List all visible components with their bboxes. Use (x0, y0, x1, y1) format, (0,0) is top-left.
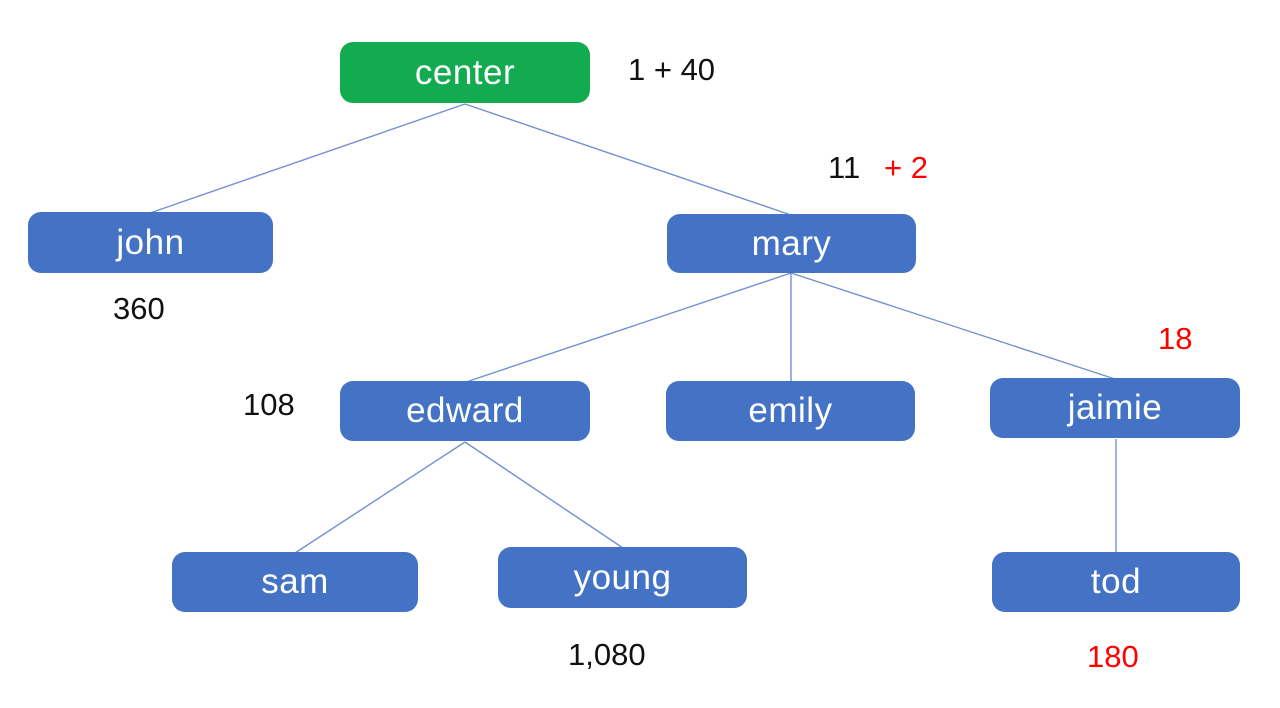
node-center: center (340, 42, 590, 103)
node-tod: tod (992, 552, 1240, 612)
annotation-center-sum: 1 + 40 (628, 52, 716, 87)
node-jaimie: jaimie (990, 378, 1240, 438)
node-label: mary (751, 223, 832, 263)
node-label: center (414, 52, 516, 92)
edge-edward-young (464, 441, 624, 549)
node-sam: sam (172, 552, 418, 612)
node-label: jaimie (1067, 388, 1163, 427)
edge-center-mary (464, 103, 792, 216)
node-label: edward (406, 391, 524, 430)
annotation-mary-add: + 2 (884, 150, 928, 185)
node-emily: emily (666, 381, 915, 441)
node-john: john (28, 212, 273, 273)
node-label: young (573, 557, 672, 597)
annotation-jaimie-value: 18 (1158, 321, 1193, 356)
node-label: sam (261, 562, 329, 601)
annotation-young-value: 1,080 (568, 637, 646, 672)
node-mary: mary (667, 214, 916, 273)
edge-mary-edward (465, 272, 792, 383)
node-edward: edward (340, 381, 590, 441)
node-label: tod (1090, 562, 1142, 601)
edge-center-john (149, 103, 466, 214)
node-label: emily (748, 391, 833, 430)
annotation-tod-value: 180 (1087, 639, 1139, 674)
node-label: john (116, 222, 185, 262)
annotation-john-value: 360 (113, 291, 165, 326)
edge-mary-jaimie (790, 272, 1116, 380)
edge-edward-sam (294, 441, 466, 554)
annotation-mary-base: 11 (828, 150, 861, 185)
node-young: young (498, 547, 747, 608)
annotation-edward-value: 108 (243, 387, 295, 422)
